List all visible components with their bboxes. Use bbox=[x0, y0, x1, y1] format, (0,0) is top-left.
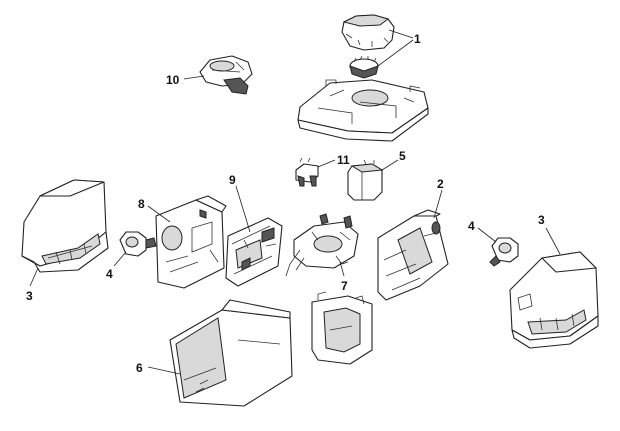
callout-8: 8 bbox=[138, 197, 145, 211]
leader-6 bbox=[147, 366, 181, 375]
callout-10: 10 bbox=[166, 73, 180, 87]
part-motor-bracket bbox=[155, 195, 227, 289]
part-capacitor bbox=[347, 159, 384, 201]
leader-8 bbox=[147, 205, 171, 223]
callout-4-left: 4 bbox=[106, 267, 113, 281]
part-motor-channel bbox=[311, 291, 373, 365]
leader-4-left bbox=[113, 251, 127, 267]
leader-2 bbox=[433, 189, 443, 219]
part-light-lens bbox=[199, 55, 253, 95]
callout-3-left: 3 bbox=[26, 289, 33, 303]
part-light-socket-right bbox=[489, 237, 519, 267]
part-end-cover-right bbox=[509, 251, 599, 349]
leader-5 bbox=[381, 159, 399, 171]
part-housing-side bbox=[377, 209, 449, 301]
part-limit-switch bbox=[295, 157, 319, 187]
part-drive-gear bbox=[341, 14, 395, 79]
leader-7 bbox=[339, 261, 345, 277]
callout-9: 9 bbox=[229, 173, 236, 187]
callout-2: 2 bbox=[437, 177, 444, 191]
callout-3-right: 3 bbox=[538, 213, 545, 227]
part-end-cover-left bbox=[21, 179, 109, 273]
leader-3-left bbox=[29, 267, 39, 287]
callout-7: 7 bbox=[341, 279, 348, 293]
callout-6: 6 bbox=[136, 361, 143, 375]
leader-9 bbox=[235, 185, 251, 233]
callout-11: 11 bbox=[337, 153, 350, 167]
part-logic-board bbox=[225, 217, 283, 287]
callout-1: 1 bbox=[414, 32, 421, 46]
callout-4-right: 4 bbox=[468, 219, 475, 233]
leader-11 bbox=[317, 159, 336, 168]
leader-3-right bbox=[545, 227, 561, 255]
part-light-socket-left bbox=[119, 231, 157, 257]
part-leader-1 bbox=[377, 29, 414, 67]
part-motor-assembly bbox=[285, 213, 359, 277]
part-bottom-cover bbox=[169, 299, 293, 407]
part-chassis-plate bbox=[297, 79, 429, 142]
leader-10 bbox=[183, 75, 205, 80]
leader-4-right bbox=[477, 227, 497, 243]
callout-5: 5 bbox=[399, 149, 406, 163]
